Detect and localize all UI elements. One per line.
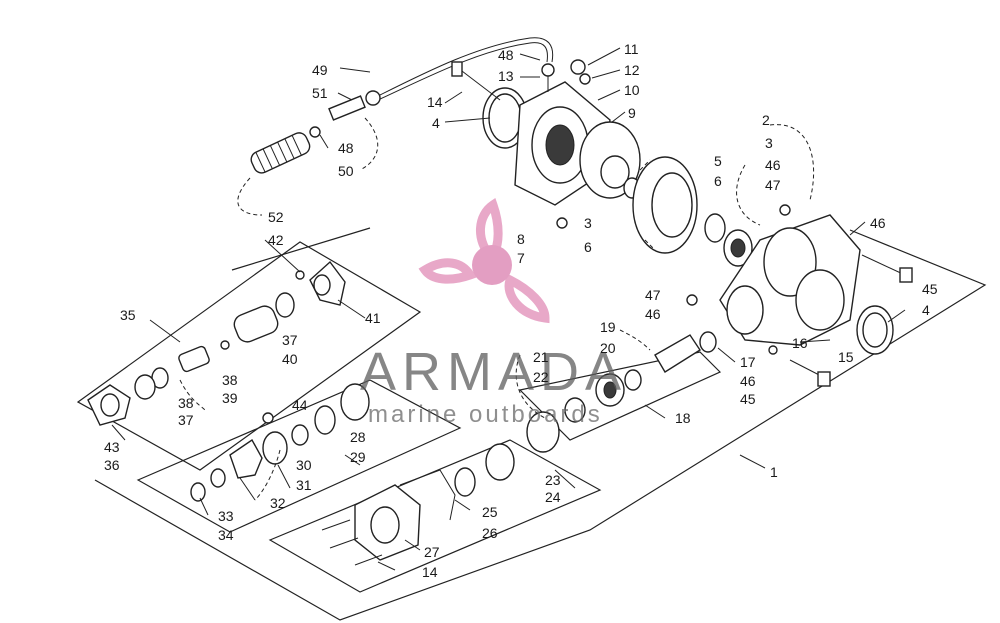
callout-10: 10: [624, 82, 640, 98]
callout-30: 30: [296, 457, 312, 473]
callout-9: 9: [628, 105, 636, 121]
watermark-brand: ARMADA: [360, 342, 627, 402]
propeller-logo-icon: [418, 198, 550, 324]
callout-46: 46: [645, 306, 661, 322]
bolt-45: [899, 267, 913, 283]
callout-4: 4: [432, 115, 440, 131]
callout-46: 46: [740, 373, 756, 389]
callout-23: 23: [545, 472, 561, 488]
callout-7: 7: [517, 250, 525, 266]
callout-51: 51: [312, 85, 328, 101]
callout-50: 50: [338, 163, 354, 179]
callout-8: 8: [517, 231, 525, 247]
callout-27: 27: [424, 544, 440, 560]
callout-41: 41: [365, 310, 381, 326]
shaft-25: [454, 467, 476, 497]
callout-11: 11: [624, 41, 639, 57]
cable-washer: [309, 126, 321, 138]
callout-6: 6: [714, 173, 722, 189]
callout-33: 33: [218, 508, 234, 524]
callout-12: 12: [624, 62, 640, 78]
main-gear-housing: [686, 204, 913, 387]
subassembly-27-parts: [321, 469, 456, 566]
callout-16: 16: [792, 335, 808, 351]
callout-49: 49: [312, 62, 328, 78]
speedometer-cable: [237, 37, 554, 216]
callout-21: 21: [533, 349, 549, 365]
frame-main-assembly: [231, 227, 371, 271]
callout-35: 35: [120, 307, 136, 323]
callout-29: 29: [350, 449, 366, 465]
callout-3: 3: [765, 135, 773, 151]
pinion-gear: [654, 334, 701, 373]
callout-1: 1: [770, 464, 778, 480]
callout-17: 17: [740, 354, 756, 370]
callout-3: 3: [584, 215, 592, 231]
callout-28: 28: [350, 429, 366, 445]
bolt-14: [451, 61, 463, 77]
callout-14: 14: [427, 94, 443, 110]
callout-48: 48: [498, 47, 514, 63]
callout-5: 5: [714, 153, 722, 169]
upper-cover-group: [451, 59, 641, 229]
cable-end-fitting: [328, 95, 366, 121]
callout-4: 4: [922, 302, 930, 318]
callout-45: 45: [922, 281, 938, 297]
callout-19: 19: [600, 319, 616, 335]
callout-45: 45: [740, 391, 756, 407]
armada-watermark: ARMADA marine outboards: [360, 198, 627, 428]
callout-40: 40: [282, 351, 298, 367]
frame-subassembly-35: [76, 241, 422, 471]
callout-52: 52: [268, 209, 284, 225]
callout-47: 47: [765, 177, 781, 193]
subassembly-35-parts: [87, 260, 346, 426]
flange-32: [229, 438, 263, 479]
callout-labels: 1 2 3 3 4 4 5 6 6 7 8 9 10 11 12 13 14 1…: [104, 41, 938, 580]
bearing-24: [485, 443, 515, 481]
leader-lines: [111, 47, 906, 571]
callout-46: 46: [870, 215, 886, 231]
callout-34: 34: [218, 527, 234, 543]
inner-subassembly-parts: [190, 383, 370, 502]
plug-11: [570, 59, 586, 75]
callout-39: 39: [222, 390, 238, 406]
ring-gear: [632, 156, 753, 267]
callout-20: 20: [600, 340, 616, 356]
callout-37: 37: [178, 412, 194, 428]
callout-48: 48: [338, 140, 354, 156]
callout-32: 32: [270, 495, 286, 511]
callout-31: 31: [296, 477, 312, 493]
shaft-39: [178, 345, 210, 373]
callout-2: 2: [762, 112, 770, 128]
callout-14: 14: [422, 564, 438, 580]
callout-25: 25: [482, 504, 498, 520]
drain-bolt-7: [556, 217, 568, 229]
callout-44: 44: [292, 397, 308, 413]
callout-15: 15: [838, 349, 854, 365]
callout-24: 24: [545, 489, 561, 505]
callout-47: 47: [645, 287, 661, 303]
callout-42: 42: [268, 232, 284, 248]
callout-13: 13: [498, 68, 514, 84]
callout-38: 38: [178, 395, 194, 411]
bearing-28: [340, 383, 370, 421]
frame-subassembly-inner: [136, 379, 462, 533]
callout-18: 18: [675, 410, 691, 426]
callout-26: 26: [482, 525, 498, 541]
frame-main-assembly-right: [94, 229, 987, 621]
cable-nut: [365, 90, 381, 106]
callout-43: 43: [104, 439, 120, 455]
callout-6: 6: [584, 239, 592, 255]
bearing-31: [262, 431, 288, 465]
callout-38: 38: [222, 372, 238, 388]
watermark-tagline: marine outboards: [368, 401, 603, 428]
callout-36: 36: [104, 457, 120, 473]
callout-46: 46: [765, 157, 781, 173]
coupler-40: [233, 305, 279, 343]
callout-37: 37: [282, 332, 298, 348]
callout-22: 22: [533, 369, 549, 385]
rubber-boot: [250, 132, 311, 174]
pinion-group: [454, 331, 717, 497]
